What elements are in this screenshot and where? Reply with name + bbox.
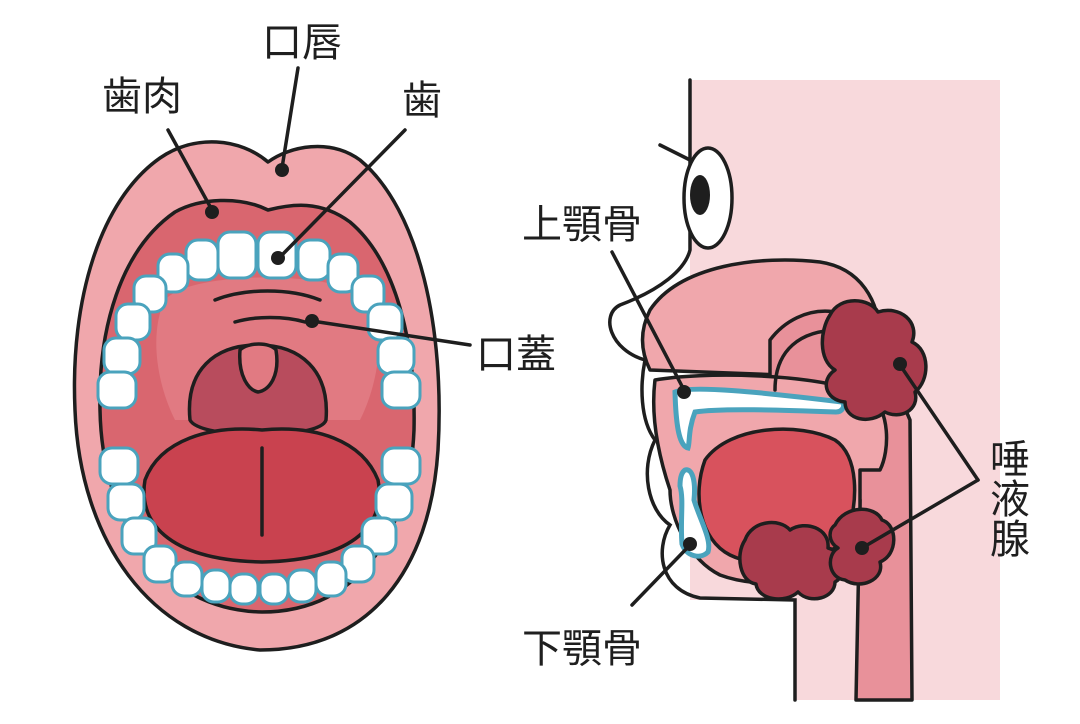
salivary-gland-lower — [738, 507, 896, 601]
tooth — [380, 446, 422, 486]
tooth — [96, 370, 138, 410]
side-section-illustration: 上顎骨 下顎骨 唾液腺 — [522, 78, 1029, 702]
leader-dot — [893, 357, 907, 371]
label-gums: 歯肉 — [102, 74, 182, 120]
tooth — [120, 516, 158, 556]
tooth — [216, 230, 258, 280]
tooth — [286, 568, 318, 604]
tooth — [200, 568, 232, 604]
lower-teeth — [98, 446, 422, 606]
label-tooth: 歯 — [402, 78, 442, 124]
tooth — [360, 516, 398, 556]
submandibular-gland — [738, 520, 845, 601]
leader-dot — [271, 251, 285, 265]
lower-jaw-bone — [677, 467, 712, 559]
leader-gland-lower — [860, 478, 980, 550]
tooth — [114, 302, 152, 342]
tooth — [296, 238, 332, 282]
tooth — [376, 336, 416, 376]
leader-maxilla — [610, 250, 686, 392]
leader-tooth — [280, 128, 407, 257]
label-salivary-gland: 唾液腺 — [983, 438, 1029, 558]
tooth — [102, 336, 142, 376]
leader-gums — [166, 128, 214, 212]
tooth — [170, 560, 204, 598]
leader-palate — [310, 319, 472, 347]
leader-dot — [855, 541, 869, 555]
tooth — [258, 572, 290, 606]
tooth — [184, 238, 220, 282]
leader-dot — [305, 314, 319, 328]
leader-dot — [683, 537, 697, 551]
label-mandible: 下顎骨 — [522, 626, 642, 672]
parotid-gland — [820, 299, 928, 422]
uvula — [238, 342, 279, 394]
eyelash — [658, 143, 692, 162]
label-palate: 口蓋 — [476, 332, 556, 378]
leader-dot — [677, 385, 691, 399]
face-profile — [608, 78, 797, 702]
tooth — [106, 482, 146, 522]
label-maxilla: 上顎骨 — [522, 202, 642, 248]
pupil — [690, 175, 710, 215]
upper-teeth — [96, 230, 422, 410]
salivary-gland-upper — [773, 299, 928, 422]
leader-lips — [280, 66, 300, 170]
palate-ridge — [233, 315, 307, 324]
leader-dot — [275, 163, 289, 177]
tooth — [98, 446, 140, 486]
tooth — [374, 482, 414, 522]
tooth — [314, 560, 348, 598]
tooth — [228, 572, 260, 606]
leader-dot — [205, 205, 219, 219]
upper-jaw-bone — [672, 386, 847, 451]
label-lips: 口唇 — [262, 20, 342, 66]
palate-ridge — [213, 289, 322, 302]
leader-mandible — [630, 543, 692, 607]
leader-gland-upper — [898, 363, 980, 482]
tooth — [380, 370, 422, 410]
open-mouth-illustration: 口唇 歯肉 歯 口蓋 — [72, 20, 556, 652]
tooth — [326, 252, 360, 294]
